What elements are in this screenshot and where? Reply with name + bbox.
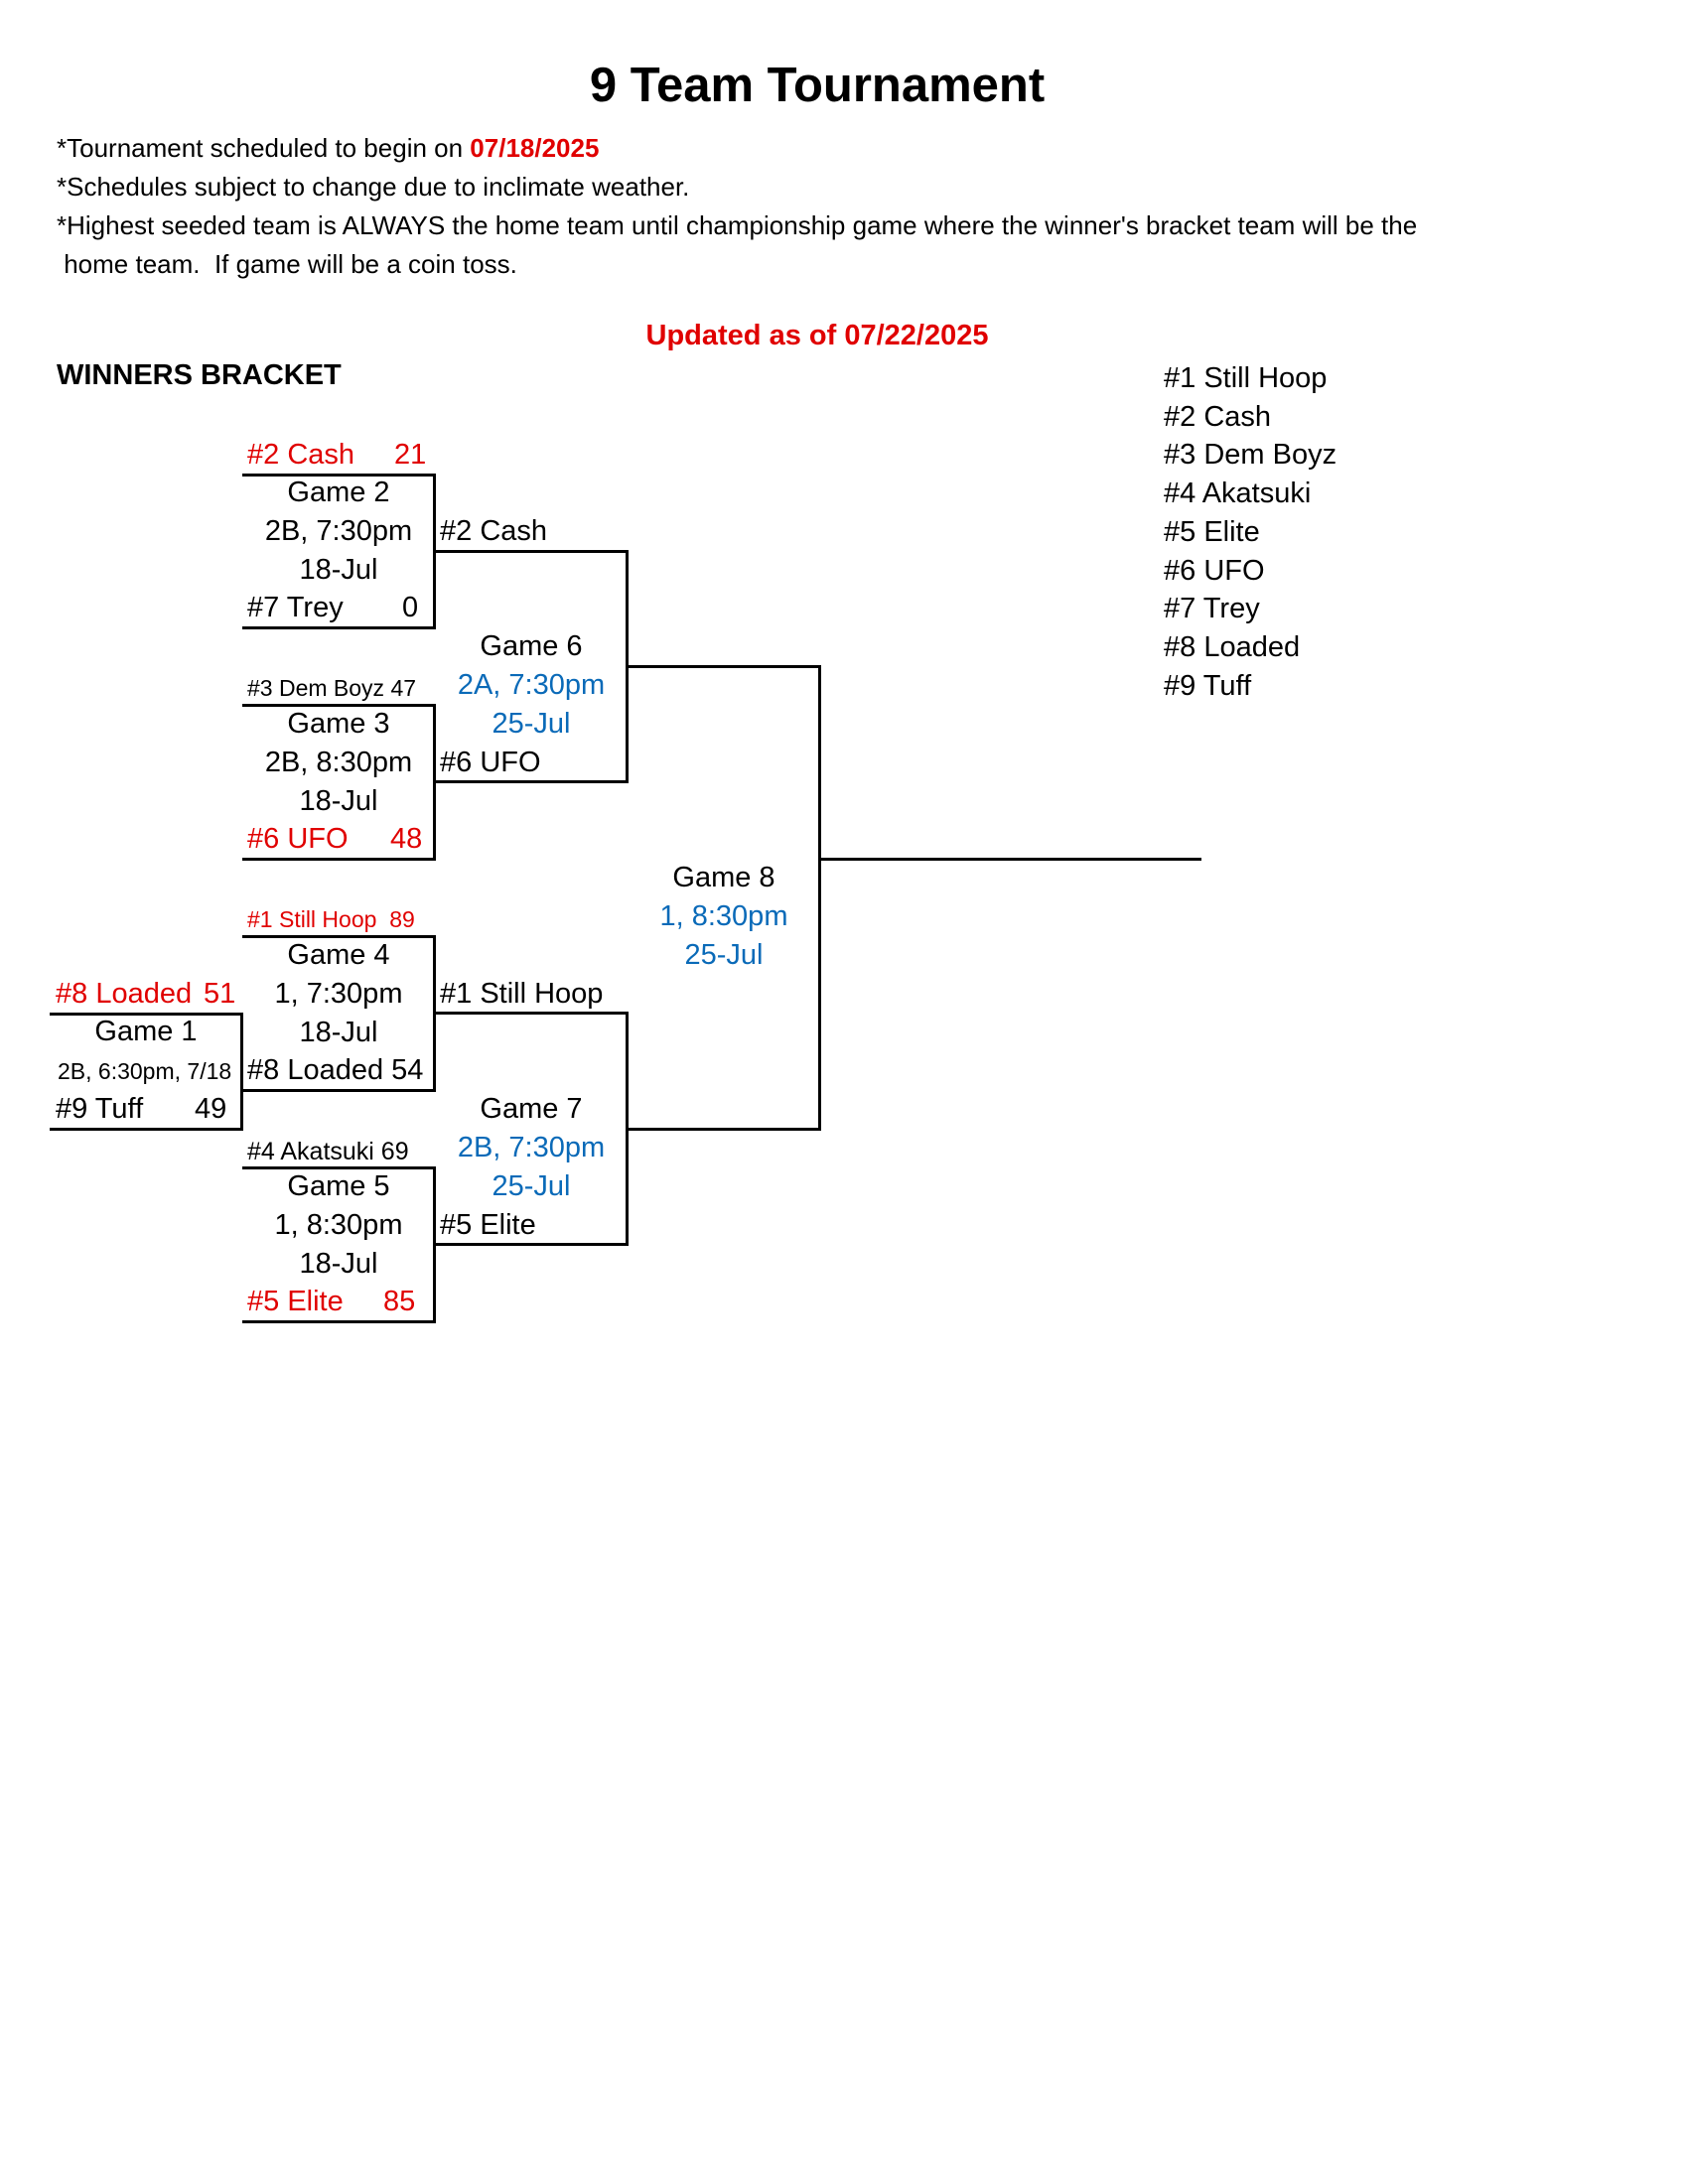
game-date: 18-Jul: [299, 554, 378, 586]
bracket-line: [242, 1089, 435, 1092]
seed-item: #6 UFO: [1164, 554, 1265, 587]
bracket-line: [435, 550, 628, 553]
game-time: 1, 8:30pm: [659, 900, 788, 932]
bracket-line: [433, 1166, 436, 1323]
score: 49: [195, 1093, 227, 1125]
game-time: 1, 7:30pm: [274, 978, 403, 1010]
game-date: 18-Jul: [299, 1248, 378, 1280]
bracket-line: [242, 1320, 435, 1323]
game-date: 25-Jul: [492, 708, 571, 740]
team-label: #1 Still Hoop: [440, 978, 604, 1010]
game-name: Game 7: [480, 1093, 583, 1125]
game-name: Game 5: [287, 1170, 390, 1202]
game-name: Game 1: [94, 1016, 198, 1047]
game-info: 2B, 6:30pm, 7/18: [58, 1058, 232, 1084]
game-date: 18-Jul: [299, 785, 378, 817]
team-label: #5 Elite: [440, 1209, 536, 1241]
seed-item: #4 Akatsuki: [1164, 478, 1312, 510]
page-title: 9 Team Tournament: [589, 59, 1046, 112]
score: 85: [383, 1286, 416, 1317]
bracket-line: [242, 935, 435, 938]
bracket-line: [435, 1243, 628, 1246]
seed-list: #1 Still Hoop #2 Cash #3 Dem Boyz #4 Aka…: [1164, 359, 1336, 705]
seed-item: #2 Cash: [1164, 400, 1272, 433]
game-time: 2B, 8:30pm: [264, 747, 413, 778]
score: 51: [204, 978, 236, 1010]
seed-item: #5 Elite: [1164, 515, 1260, 548]
game-date: 25-Jul: [684, 939, 764, 971]
bracket-line: [435, 780, 628, 783]
team-label: #6 UFO: [440, 747, 541, 778]
bracket-line: [242, 858, 435, 861]
team-label: #3 Dem Boyz 47: [247, 675, 417, 701]
note-weather: *Schedules subject to change due to incl…: [57, 172, 690, 202]
bracket-line: [433, 935, 436, 1092]
team-label: #2 Cash: [247, 439, 355, 471]
seed-item: #7 Trey: [1164, 593, 1260, 625]
team-label: #8 Loaded: [56, 978, 193, 1010]
game-time: 2A, 7:30pm: [457, 669, 606, 701]
bracket-line: [50, 1013, 242, 1016]
game-time: 1, 8:30pm: [274, 1209, 403, 1241]
team-label: #7 Trey: [247, 592, 344, 623]
bracket-line: [50, 1128, 242, 1131]
game-name: Game 8: [672, 862, 775, 893]
bracket-line: [628, 665, 820, 668]
game-name: Game 3: [287, 708, 390, 740]
seed-item: #9 Tuff: [1164, 669, 1252, 702]
note-home-team: *Highest seeded team is ALWAYS the home …: [57, 210, 1418, 240]
bracket-line: [242, 704, 435, 707]
score: 21: [394, 439, 427, 471]
seed-item: #1 Still Hoop: [1164, 362, 1328, 394]
game-name: Game 4: [287, 939, 390, 971]
bracket-line: [628, 1128, 820, 1131]
team-label: #5 Elite: [247, 1286, 344, 1317]
team-label: #4 Akatsuki 69: [247, 1138, 409, 1165]
seed-item: #3 Dem Boyz: [1164, 439, 1337, 472]
bracket-line: [242, 626, 435, 629]
bracket-line: [435, 1012, 628, 1015]
game-name: Game 2: [287, 477, 390, 508]
bracket-line: [240, 1013, 243, 1131]
game-date: 25-Jul: [492, 1170, 571, 1202]
game-date: 18-Jul: [299, 1017, 378, 1048]
team-label: #6 UFO: [247, 823, 349, 855]
team-label: #8 Loaded 54: [247, 1054, 424, 1086]
game-time: 2B, 7:30pm: [264, 515, 413, 547]
team-label: #9 Tuff: [56, 1093, 144, 1125]
bracket-line: [242, 1166, 435, 1169]
game-time: 2B, 7:30pm: [457, 1132, 606, 1163]
game-name: Game 6: [480, 630, 583, 662]
bracket-line: [626, 550, 629, 783]
bracket-label: WINNERS BRACKET: [57, 359, 342, 391]
bracket-line: [818, 665, 821, 1131]
score: 0: [402, 592, 419, 623]
note-home-team-cont: home team. If game will be a coin toss.: [57, 249, 517, 279]
bracket-line: [242, 474, 435, 477]
seed-item: #8 Loaded: [1164, 630, 1301, 663]
updated-date: Updated as of 07/22/2025: [645, 320, 989, 351]
bracket-line: [433, 704, 436, 861]
team-label: #2 Cash: [440, 515, 548, 547]
bracket-line: [433, 474, 436, 629]
start-date: 07/18/2025: [470, 133, 600, 163]
score: 48: [390, 823, 423, 855]
bracket-line: [820, 858, 1201, 861]
note-start-date: *Tournament scheduled to begin on 07/18/…: [57, 133, 600, 163]
bracket-line: [626, 1012, 629, 1246]
team-label: #1 Still Hoop 89: [247, 906, 415, 932]
